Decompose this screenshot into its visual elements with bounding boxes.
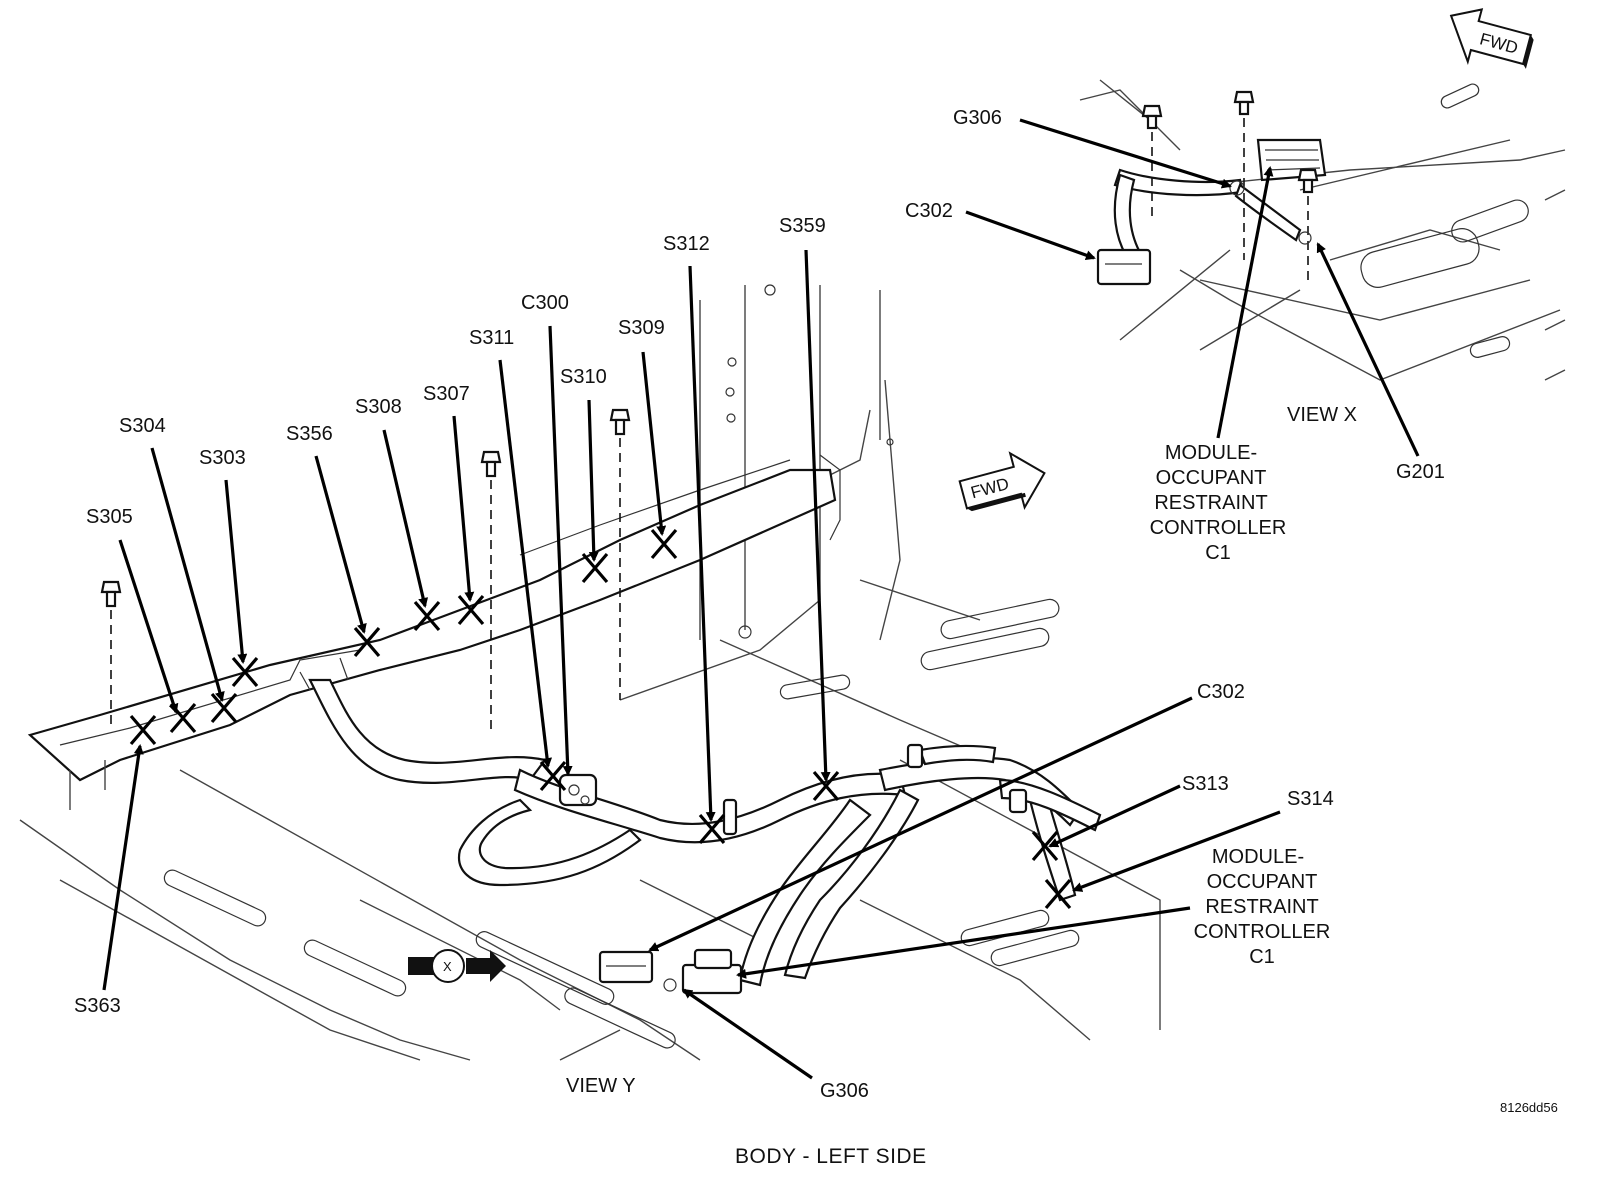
svg-text:CONTROLLER: CONTROLLER [1194, 921, 1331, 943]
svg-text:CONTROLLER: CONTROLLER [1150, 517, 1287, 539]
splice-x-s363 [129, 714, 157, 746]
svg-text:MODULE-: MODULE- [1165, 442, 1257, 464]
splice-x-s312 [698, 813, 726, 845]
splice-x-s309 [650, 528, 678, 560]
label-s359: S359 [779, 215, 826, 237]
fwd-arrow-top: FWD [1449, 8, 1534, 69]
splice-x-s303 [231, 656, 259, 688]
label-s304: S304 [119, 415, 166, 437]
svg-text:C1: C1 [1249, 946, 1275, 968]
label-g201: G201 [1396, 461, 1445, 483]
splice-x-s314 [1044, 878, 1072, 910]
label-c302-x: C302 [905, 200, 953, 222]
label-module-y: MODULE- OCCUPANT RESTRAINT CONTROLLER C1 [1194, 846, 1331, 968]
splice-x-s307 [457, 594, 485, 626]
label-s305: S305 [86, 506, 133, 528]
fwd-arrow-mid: FWD [958, 451, 1046, 512]
view-y-labels: S305 S304 S303 S356 S308 S307 S311 C300 … [74, 215, 1334, 1102]
label-s303: S303 [199, 447, 246, 469]
svg-text:MODULE-: MODULE- [1212, 846, 1304, 868]
view-x-marker: X [408, 949, 506, 983]
view-x-inset [965, 79, 1566, 457]
svg-text:RESTRAINT: RESTRAINT [1154, 492, 1267, 514]
bolt-icon [609, 408, 631, 700]
view-x-labels: G306 C302 G201 VIEW X MODULE- OCCUPANT R… [905, 107, 1445, 564]
svg-text:OCCUPANT: OCCUPANT [1156, 467, 1267, 489]
splice-x-s313 [1031, 830, 1059, 862]
label-s356: S356 [286, 423, 333, 445]
label-s311: S311 [469, 327, 514, 349]
label-s308: S308 [355, 396, 402, 418]
label-s314: S314 [1287, 788, 1334, 810]
svg-text:RESTRAINT: RESTRAINT [1205, 896, 1318, 918]
bolts [100, 408, 631, 730]
label-module-x: MODULE- OCCUPANT RESTRAINT CONTROLLER C1 [1150, 442, 1287, 564]
label-s309: S309 [618, 317, 665, 339]
label-c302-y: C302 [1197, 681, 1245, 703]
figure-id: 8126dd56 [1500, 1100, 1558, 1115]
label-g306-x: G306 [953, 107, 1002, 129]
svg-text:C1: C1 [1205, 542, 1231, 564]
diagram-title: BODY - LEFT SIDE [735, 1145, 927, 1168]
view-y-leaders [102, 249, 1281, 1080]
label-s307: S307 [423, 383, 470, 405]
bolt-icon [1297, 168, 1319, 280]
bolt-icon [1141, 104, 1163, 220]
label-s310: S310 [560, 366, 607, 388]
module-connector-y [681, 963, 743, 995]
splice-x-s310 [581, 552, 609, 584]
caption-view-x: VIEW X [1287, 404, 1357, 426]
label-g306-y: G306 [820, 1080, 869, 1102]
splice-x-s359 [812, 770, 840, 802]
label-c300: C300 [521, 292, 569, 314]
label-s312: S312 [663, 233, 710, 255]
label-s363: S363 [74, 995, 121, 1017]
svg-text:X: X [443, 959, 452, 974]
label-s313: S313 [1182, 773, 1229, 795]
svg-text:OCCUPANT: OCCUPANT [1207, 871, 1318, 893]
bolt-icon [1233, 90, 1255, 260]
c302-connector-y [598, 950, 654, 984]
caption-view-y: VIEW Y [566, 1075, 636, 1097]
bolt-icon [100, 580, 122, 730]
bolt-icon [480, 450, 502, 730]
c302-connector-x [1096, 248, 1152, 286]
